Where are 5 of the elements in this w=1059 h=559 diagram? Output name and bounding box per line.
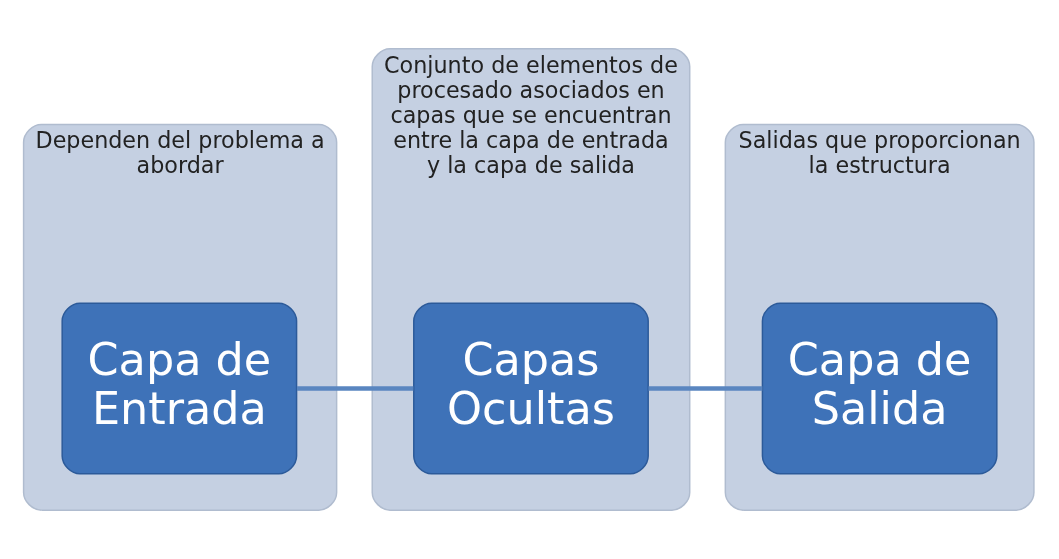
node-box: Capa de Salida bbox=[761, 302, 998, 475]
connector bbox=[648, 386, 763, 391]
connector bbox=[296, 386, 414, 391]
node-box: Capas Ocultas bbox=[413, 302, 649, 475]
node-box: Capa de Entrada bbox=[61, 302, 298, 475]
